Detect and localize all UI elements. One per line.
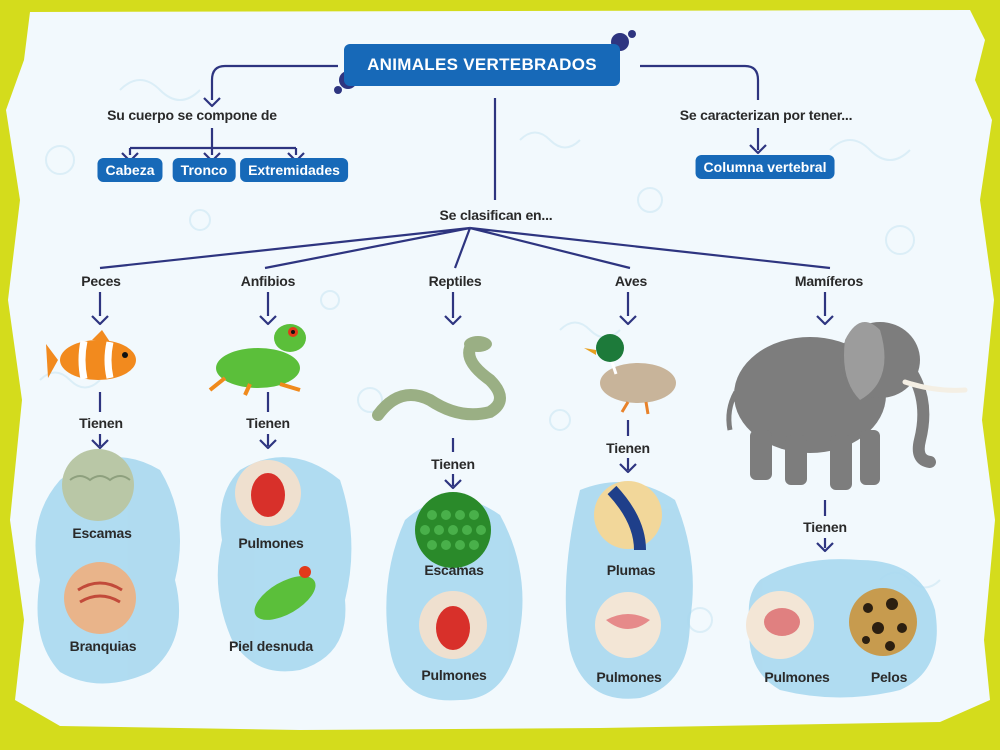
group-name-peces: Peces bbox=[81, 273, 121, 289]
connector-aves: Tienen bbox=[606, 440, 650, 456]
body-part-pill-cabeza: Cabeza bbox=[97, 158, 163, 182]
trait-mamiferos-pelos: Pelos bbox=[870, 669, 908, 685]
trait-images bbox=[62, 449, 917, 659]
characteristic-pill: Columna vertebral bbox=[695, 155, 835, 179]
gills-image bbox=[64, 562, 136, 634]
fur-image bbox=[849, 588, 917, 656]
trait-anfibios-pulmones: Pulmones bbox=[238, 535, 304, 551]
trait-reptiles-pulmones: Pulmones bbox=[421, 667, 487, 683]
duck-illustration bbox=[584, 334, 676, 415]
blob-aves bbox=[565, 482, 693, 699]
connector-mamiferos: Tienen bbox=[803, 519, 847, 535]
snake-illustration bbox=[372, 336, 506, 421]
group-name-anfibios: Anfibios bbox=[240, 273, 296, 289]
connector-peces: Tienen bbox=[79, 415, 123, 431]
elephant-illustration bbox=[726, 322, 968, 490]
classification-label: Se clasifican en... bbox=[439, 207, 553, 223]
trait-reptiles-escamas: Escamas bbox=[424, 562, 484, 578]
tree-frog-image bbox=[254, 566, 316, 620]
trait-peces-branquias: Branquias bbox=[69, 638, 137, 654]
trait-mamiferos-pulmones: Pulmones bbox=[764, 669, 830, 685]
connector-lines bbox=[98, 64, 831, 548]
trait-aves-pulmones: Pulmones bbox=[596, 669, 662, 685]
group-name-reptiles: Reptiles bbox=[428, 273, 482, 289]
trait-anfibios-piel-desnuda: Piel desnuda bbox=[229, 638, 313, 654]
line-fan bbox=[99, 226, 831, 270]
line-to-body-parts bbox=[210, 64, 338, 100]
group-name-mamiferos: Mamíferos bbox=[794, 273, 864, 289]
connector-reptiles: Tienen bbox=[431, 456, 475, 472]
characteristic-label: Se caracterizan por tener... bbox=[679, 107, 853, 123]
line-body-down bbox=[128, 128, 298, 155]
page-title: ANIMALES VERTEBRADOS bbox=[344, 44, 620, 86]
frog-illustration bbox=[208, 324, 306, 396]
trait-aves-plumas: Plumas bbox=[606, 562, 656, 578]
body-part-pill-extremidades: Extremidades bbox=[240, 158, 348, 182]
connector-anfibios: Tienen bbox=[246, 415, 290, 431]
body-part-pill-tronco: Tronco bbox=[172, 158, 236, 182]
fish-scales-image bbox=[62, 449, 134, 521]
arrowheads bbox=[91, 97, 834, 553]
group-name-aves: Aves bbox=[614, 273, 648, 289]
body-parts-label: Su cuerpo se compone de bbox=[107, 107, 277, 123]
clownfish-illustration bbox=[46, 330, 136, 380]
trait-peces-escamas: Escamas bbox=[72, 525, 132, 541]
line-to-characteristic bbox=[640, 64, 760, 100]
